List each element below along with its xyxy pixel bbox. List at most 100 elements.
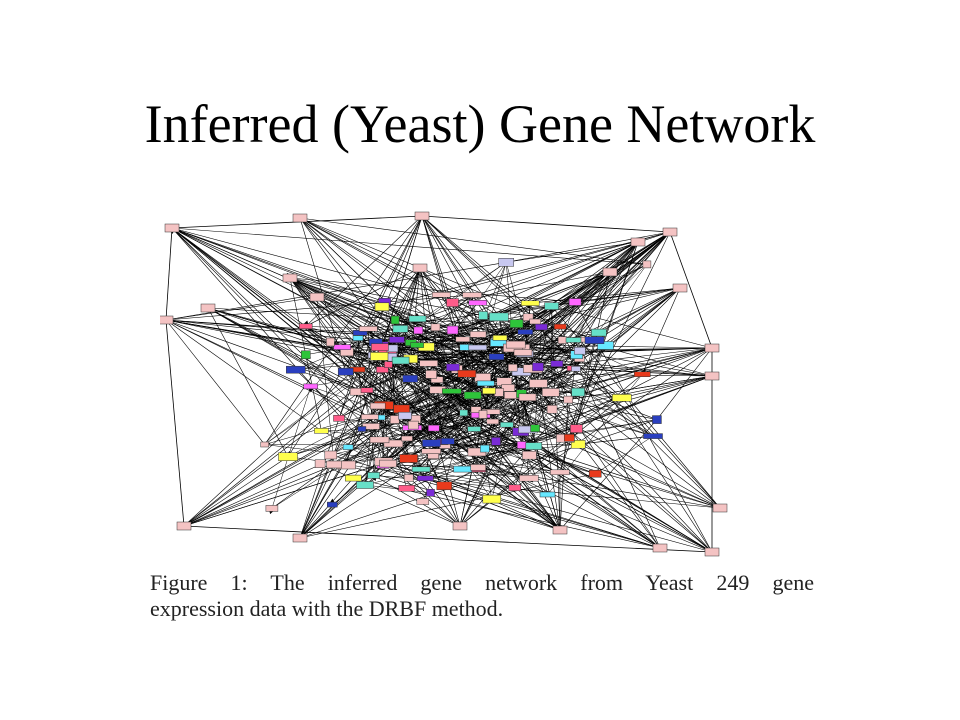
gene-node — [522, 313, 534, 321]
network-edge — [299, 217, 647, 265]
gene-node — [414, 211, 430, 221]
gene-node — [160, 315, 174, 325]
gene-node — [314, 459, 326, 468]
network-edge — [400, 241, 639, 361]
gene-node — [486, 418, 499, 425]
gene-node — [602, 267, 618, 277]
gene-node — [422, 439, 441, 447]
gene-node — [398, 411, 412, 420]
network-edge — [287, 328, 369, 457]
gene-node — [550, 469, 570, 476]
gene-node — [360, 387, 374, 393]
network-edges — [165, 215, 721, 553]
gene-node — [356, 481, 374, 489]
network-edge — [381, 231, 671, 308]
network-arrowhead — [574, 362, 578, 366]
gene-node — [333, 344, 351, 350]
network-edge — [299, 473, 596, 539]
gene-node — [426, 489, 435, 497]
gene-node — [529, 379, 548, 388]
network-edge — [345, 464, 561, 531]
network-edge — [207, 307, 515, 489]
gene-node — [470, 464, 486, 471]
network-edge — [395, 319, 585, 340]
network-edge — [305, 215, 423, 327]
gene-node — [417, 475, 434, 482]
gene-node — [672, 283, 688, 293]
network-edge — [394, 267, 421, 321]
gene-node — [574, 346, 586, 355]
gene-node — [431, 292, 451, 298]
gene-node — [401, 435, 413, 442]
gene-node — [482, 494, 502, 504]
gene-node — [530, 424, 540, 432]
network-edge — [433, 455, 560, 473]
network-edge — [369, 397, 528, 418]
gene-node — [384, 361, 393, 368]
gene-node — [327, 501, 338, 508]
gene-node — [303, 383, 318, 390]
gene-node — [704, 547, 720, 557]
gene-node — [470, 406, 482, 413]
network-edge — [338, 215, 423, 419]
network-edge — [444, 424, 507, 445]
gene-node — [369, 436, 390, 444]
network-edge — [207, 307, 289, 457]
gene-node — [482, 387, 496, 395]
gene-node — [457, 369, 477, 378]
network-edge — [550, 287, 681, 393]
gene-node — [571, 387, 585, 397]
gene-node — [597, 341, 614, 350]
network-arrowhead — [570, 362, 574, 366]
gene-node — [492, 335, 508, 341]
gene-node — [374, 302, 390, 312]
network-edge — [478, 467, 721, 509]
caption-line-2: expression data with the DRBF method. — [150, 596, 504, 621]
network-edge — [289, 277, 569, 400]
gene-node — [588, 469, 602, 478]
gene-node — [525, 442, 543, 450]
network-edge — [541, 326, 643, 375]
network-edge — [264, 215, 423, 445]
network-edge — [288, 456, 515, 489]
network-edge — [573, 231, 671, 341]
network-edge — [595, 435, 654, 474]
gene-node — [403, 474, 414, 482]
gene-node — [544, 302, 559, 310]
slide-title: Inferred (Yeast) Gene Network — [144, 94, 816, 154]
network-edge — [485, 339, 563, 384]
network-edge — [527, 231, 671, 398]
gene-node — [455, 336, 471, 343]
network-edge — [477, 302, 561, 327]
network-edge — [287, 426, 372, 457]
network-edge — [299, 355, 374, 539]
network-edge — [305, 267, 421, 327]
gene-node — [412, 263, 428, 273]
gene-node — [430, 376, 444, 383]
gene-node — [376, 366, 389, 373]
network-edge — [316, 297, 335, 465]
network-edge — [506, 241, 639, 263]
gene-node — [584, 336, 605, 344]
network-edge — [379, 262, 507, 348]
gene-node — [326, 460, 342, 469]
gene-node — [642, 260, 652, 269]
gene-node — [468, 344, 488, 351]
network-edge — [295, 360, 401, 370]
gene-node — [408, 420, 419, 430]
network-edge — [537, 264, 648, 368]
network-edge — [299, 464, 335, 539]
network-edge — [447, 441, 713, 553]
network-edge — [404, 294, 473, 416]
network-edge — [165, 319, 265, 445]
network-edge — [459, 539, 713, 553]
network-edge — [332, 395, 473, 505]
gene-node — [411, 466, 431, 473]
network-edge — [379, 215, 423, 357]
network-edge — [365, 484, 431, 494]
network-nodes — [160, 211, 728, 557]
network-edge — [514, 347, 713, 489]
gene-node — [459, 409, 468, 417]
gene-node — [612, 394, 632, 402]
network-edge — [316, 296, 570, 438]
